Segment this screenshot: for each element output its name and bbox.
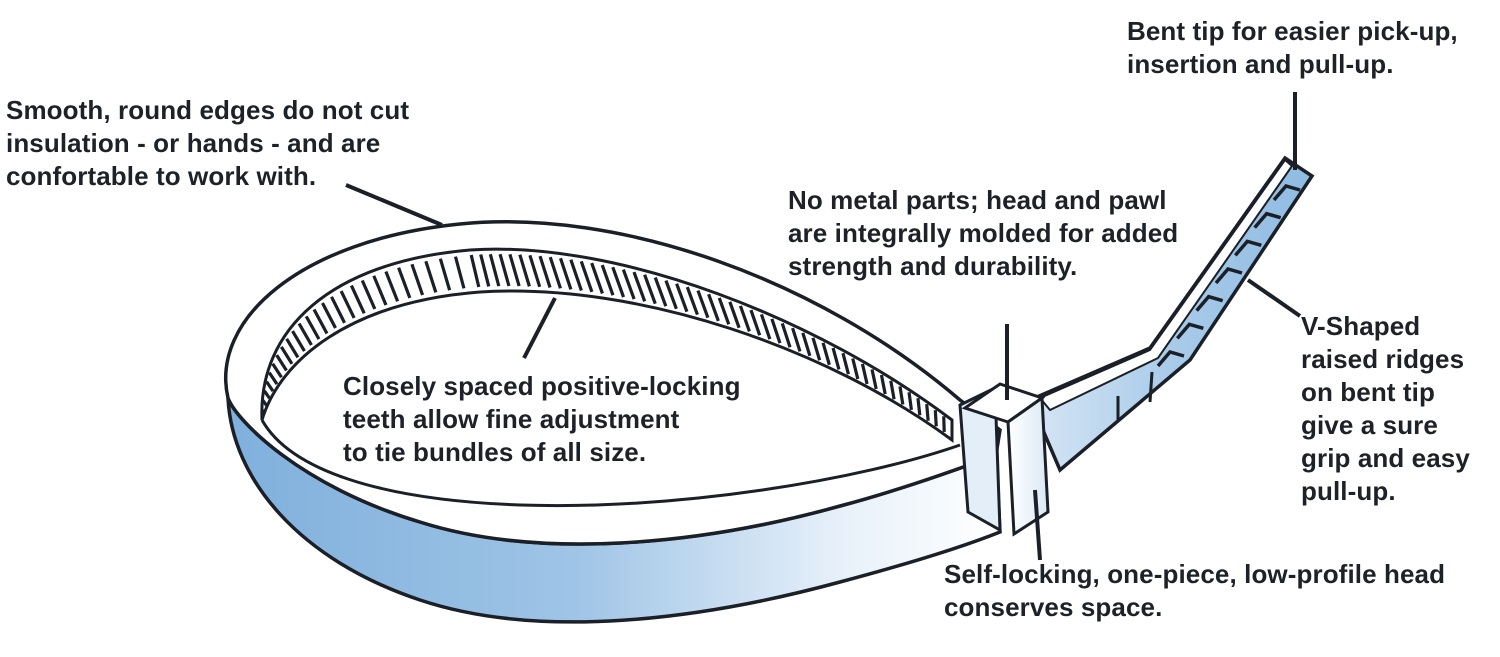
annotation-line: raised ridges	[1301, 343, 1470, 376]
annotation-line: Bent tip for easier pick-up,	[1127, 15, 1458, 48]
annotation-no-metal: No metal parts; head and pawl are integr…	[788, 184, 1178, 283]
annotation-v-ridges: V-Shaped raised ridges on bent tip give …	[1301, 310, 1470, 508]
annotation-line: grip and easy	[1301, 442, 1470, 475]
locking-tooth	[918, 398, 920, 415]
locking-tooth	[262, 410, 264, 413]
annotation-line: confortable to work with.	[6, 160, 409, 193]
annotation-line: strength and durability.	[788, 250, 1178, 283]
annotation-line: on bent tip	[1301, 376, 1470, 409]
annotation-line: Closely spaced positive-locking	[343, 370, 741, 403]
locking-head-front	[1008, 398, 1048, 534]
annotation-line: No metal parts; head and pawl	[788, 184, 1178, 217]
annotation-line: to tie bundles of all size.	[343, 436, 741, 469]
annotation-line: conserves space.	[944, 591, 1445, 624]
annotation-line: give a sure	[1301, 409, 1470, 442]
leader-v-ridges	[1248, 280, 1300, 316]
annotation-bent-tip: Bent tip for easier pick-up, insertion a…	[1127, 15, 1458, 81]
locking-tooth	[927, 404, 928, 421]
annotation-line: insulation - or hands - and are	[6, 127, 409, 160]
annotation-line: pull-up.	[1301, 475, 1470, 508]
tail-mark	[1150, 372, 1152, 402]
annotation-teeth: Closely spaced positive-locking teeth al…	[343, 370, 741, 469]
annotation-line: Smooth, round edges do not cut	[6, 94, 409, 127]
locking-tooth	[935, 410, 936, 426]
annotation-head: Self-locking, one-piece, low-profile hea…	[944, 558, 1445, 624]
annotation-line: are integrally molded for added	[788, 217, 1178, 250]
annotation-line: Self-locking, one-piece, low-profile hea…	[944, 558, 1445, 591]
annotation-smooth-edges: Smooth, round edges do not cut insulatio…	[6, 94, 409, 193]
annotation-line: insertion and pull-up.	[1127, 48, 1458, 81]
annotation-line: V-Shaped	[1301, 310, 1470, 343]
annotation-line: teeth allow fine adjustment	[343, 403, 741, 436]
